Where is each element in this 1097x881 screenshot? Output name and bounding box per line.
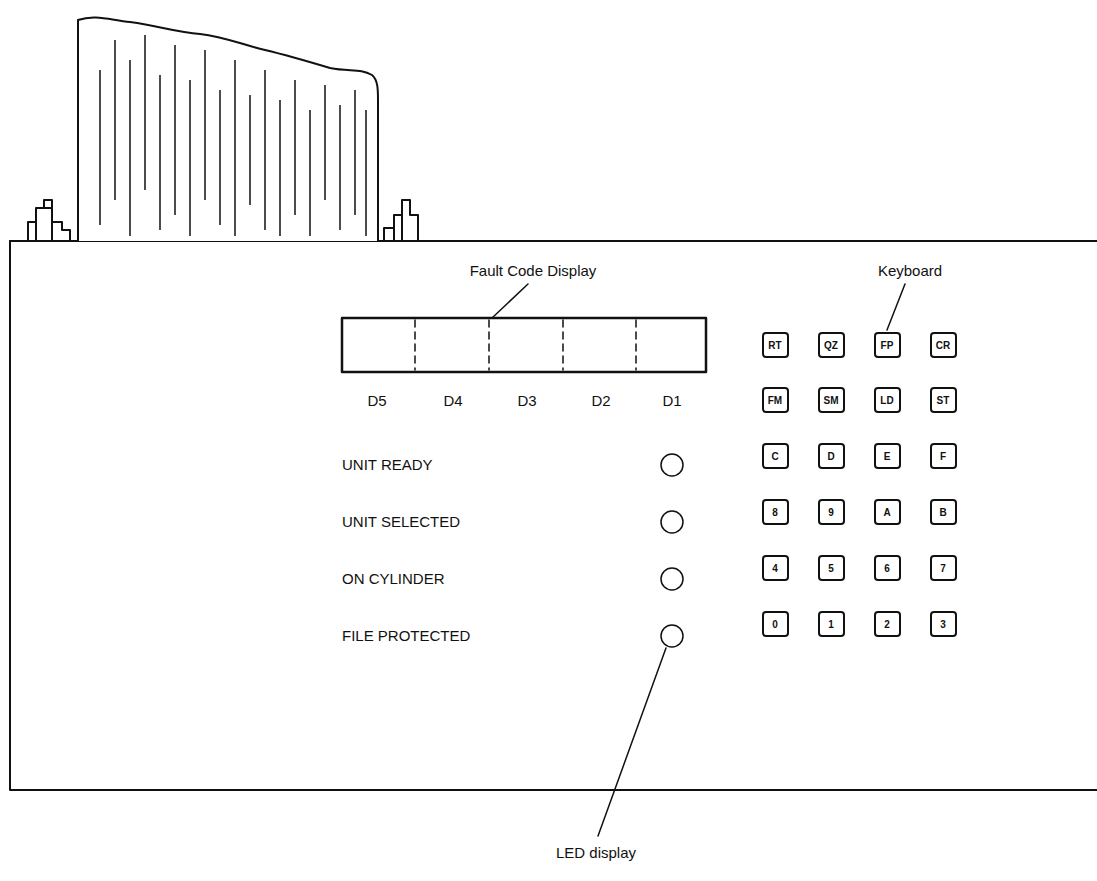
pack-stroke	[144, 35, 146, 190]
digit-label: D3	[517, 393, 536, 410]
pack-stroke	[219, 90, 221, 225]
pack-stroke	[159, 75, 161, 230]
pack-stroke	[365, 110, 367, 236]
pack-stroke	[99, 70, 101, 225]
key-label: F	[940, 451, 946, 462]
keyboard-key: FM	[762, 387, 789, 413]
key-label: 1	[828, 619, 834, 630]
keyboard-key: D	[818, 443, 845, 469]
keyboard-key: 7	[930, 555, 957, 581]
key-label: SM	[824, 395, 839, 406]
key-label: A	[883, 507, 890, 518]
leader-line	[492, 284, 905, 836]
key-label: 2	[884, 619, 890, 630]
keyboard-key: A	[874, 499, 901, 525]
key-label: RT	[768, 340, 781, 351]
keyboard-key: CR	[930, 332, 957, 358]
key-label: 4	[772, 563, 778, 574]
key-label: D	[827, 451, 834, 462]
key-label: 0	[772, 619, 778, 630]
pack-stroke	[114, 40, 116, 200]
pack-stroke	[339, 105, 341, 230]
keyboard-key: RT	[762, 332, 789, 358]
key-label: C	[771, 451, 778, 462]
led-indicator	[661, 454, 683, 647]
pack-stroke	[309, 110, 311, 236]
panel-edge	[10, 241, 1097, 790]
keyboard-key: LD	[874, 387, 901, 413]
keyboard-key: 3	[930, 611, 957, 637]
key-label: 9	[828, 507, 834, 518]
digit-label: D2	[591, 393, 610, 410]
keyboard-key: ST	[930, 387, 957, 413]
key-label: 6	[884, 563, 890, 574]
keyboard-key: E	[874, 443, 901, 469]
key-label: 7	[940, 563, 946, 574]
fault-code-display	[342, 318, 706, 372]
disk-pack	[78, 17, 378, 241]
pack-stroke	[354, 90, 356, 215]
key-label: CR	[936, 340, 950, 351]
key-label: QZ	[824, 340, 838, 351]
callout-label: Keyboard	[878, 263, 942, 280]
pack-stroke	[264, 70, 266, 230]
led-label: UNIT READY	[342, 457, 433, 474]
callout-label: Fault Code Display	[470, 263, 597, 280]
digit-label: D5	[367, 393, 386, 410]
keyboard-key: QZ	[818, 332, 845, 358]
led-label: ON CYLINDER	[342, 571, 445, 588]
pack-stroke	[294, 80, 296, 215]
pack-stroke	[204, 50, 206, 200]
keyboard-key: 0	[762, 611, 789, 637]
mount-bracket	[28, 200, 70, 241]
keyboard-key: SM	[818, 387, 845, 413]
key-label: FM	[768, 395, 782, 406]
pack-stroke	[234, 60, 236, 236]
keyboard-key: 8	[762, 499, 789, 525]
key-label: E	[884, 451, 891, 462]
key-label: LD	[880, 395, 893, 406]
pack-stroke	[129, 60, 131, 236]
keyboard-key: FP	[874, 332, 901, 358]
digit-label: D1	[662, 393, 681, 410]
pack-stroke	[324, 85, 326, 200]
pack-lines	[100, 35, 366, 236]
led-label: UNIT SELECTED	[342, 514, 460, 531]
keyboard-key: B	[930, 499, 957, 525]
key-label: 8	[772, 507, 778, 518]
keyboard-key: 1	[818, 611, 845, 637]
key-label: B	[939, 507, 946, 518]
keyboard-key: 4	[762, 555, 789, 581]
keyboard-key: 2	[874, 611, 901, 637]
keyboard-key: F	[930, 443, 957, 469]
digit-label: D4	[443, 393, 462, 410]
keyboard-key: 6	[874, 555, 901, 581]
keyboard-key: 5	[818, 555, 845, 581]
key-label: 3	[940, 619, 946, 630]
mount-bracket	[384, 200, 418, 241]
keyboard-key: C	[762, 443, 789, 469]
key-label: ST	[937, 395, 950, 406]
led-label: FILE PROTECTED	[342, 628, 470, 645]
key-label: 5	[828, 563, 834, 574]
keyboard-key: 9	[818, 499, 845, 525]
digit-divider	[415, 320, 636, 370]
pack-stroke	[189, 80, 191, 236]
pack-stroke	[249, 95, 251, 205]
callout-label: LED display	[556, 845, 636, 862]
key-label: FP	[881, 340, 894, 351]
pack-stroke	[279, 100, 281, 236]
pack-stroke	[174, 45, 176, 215]
